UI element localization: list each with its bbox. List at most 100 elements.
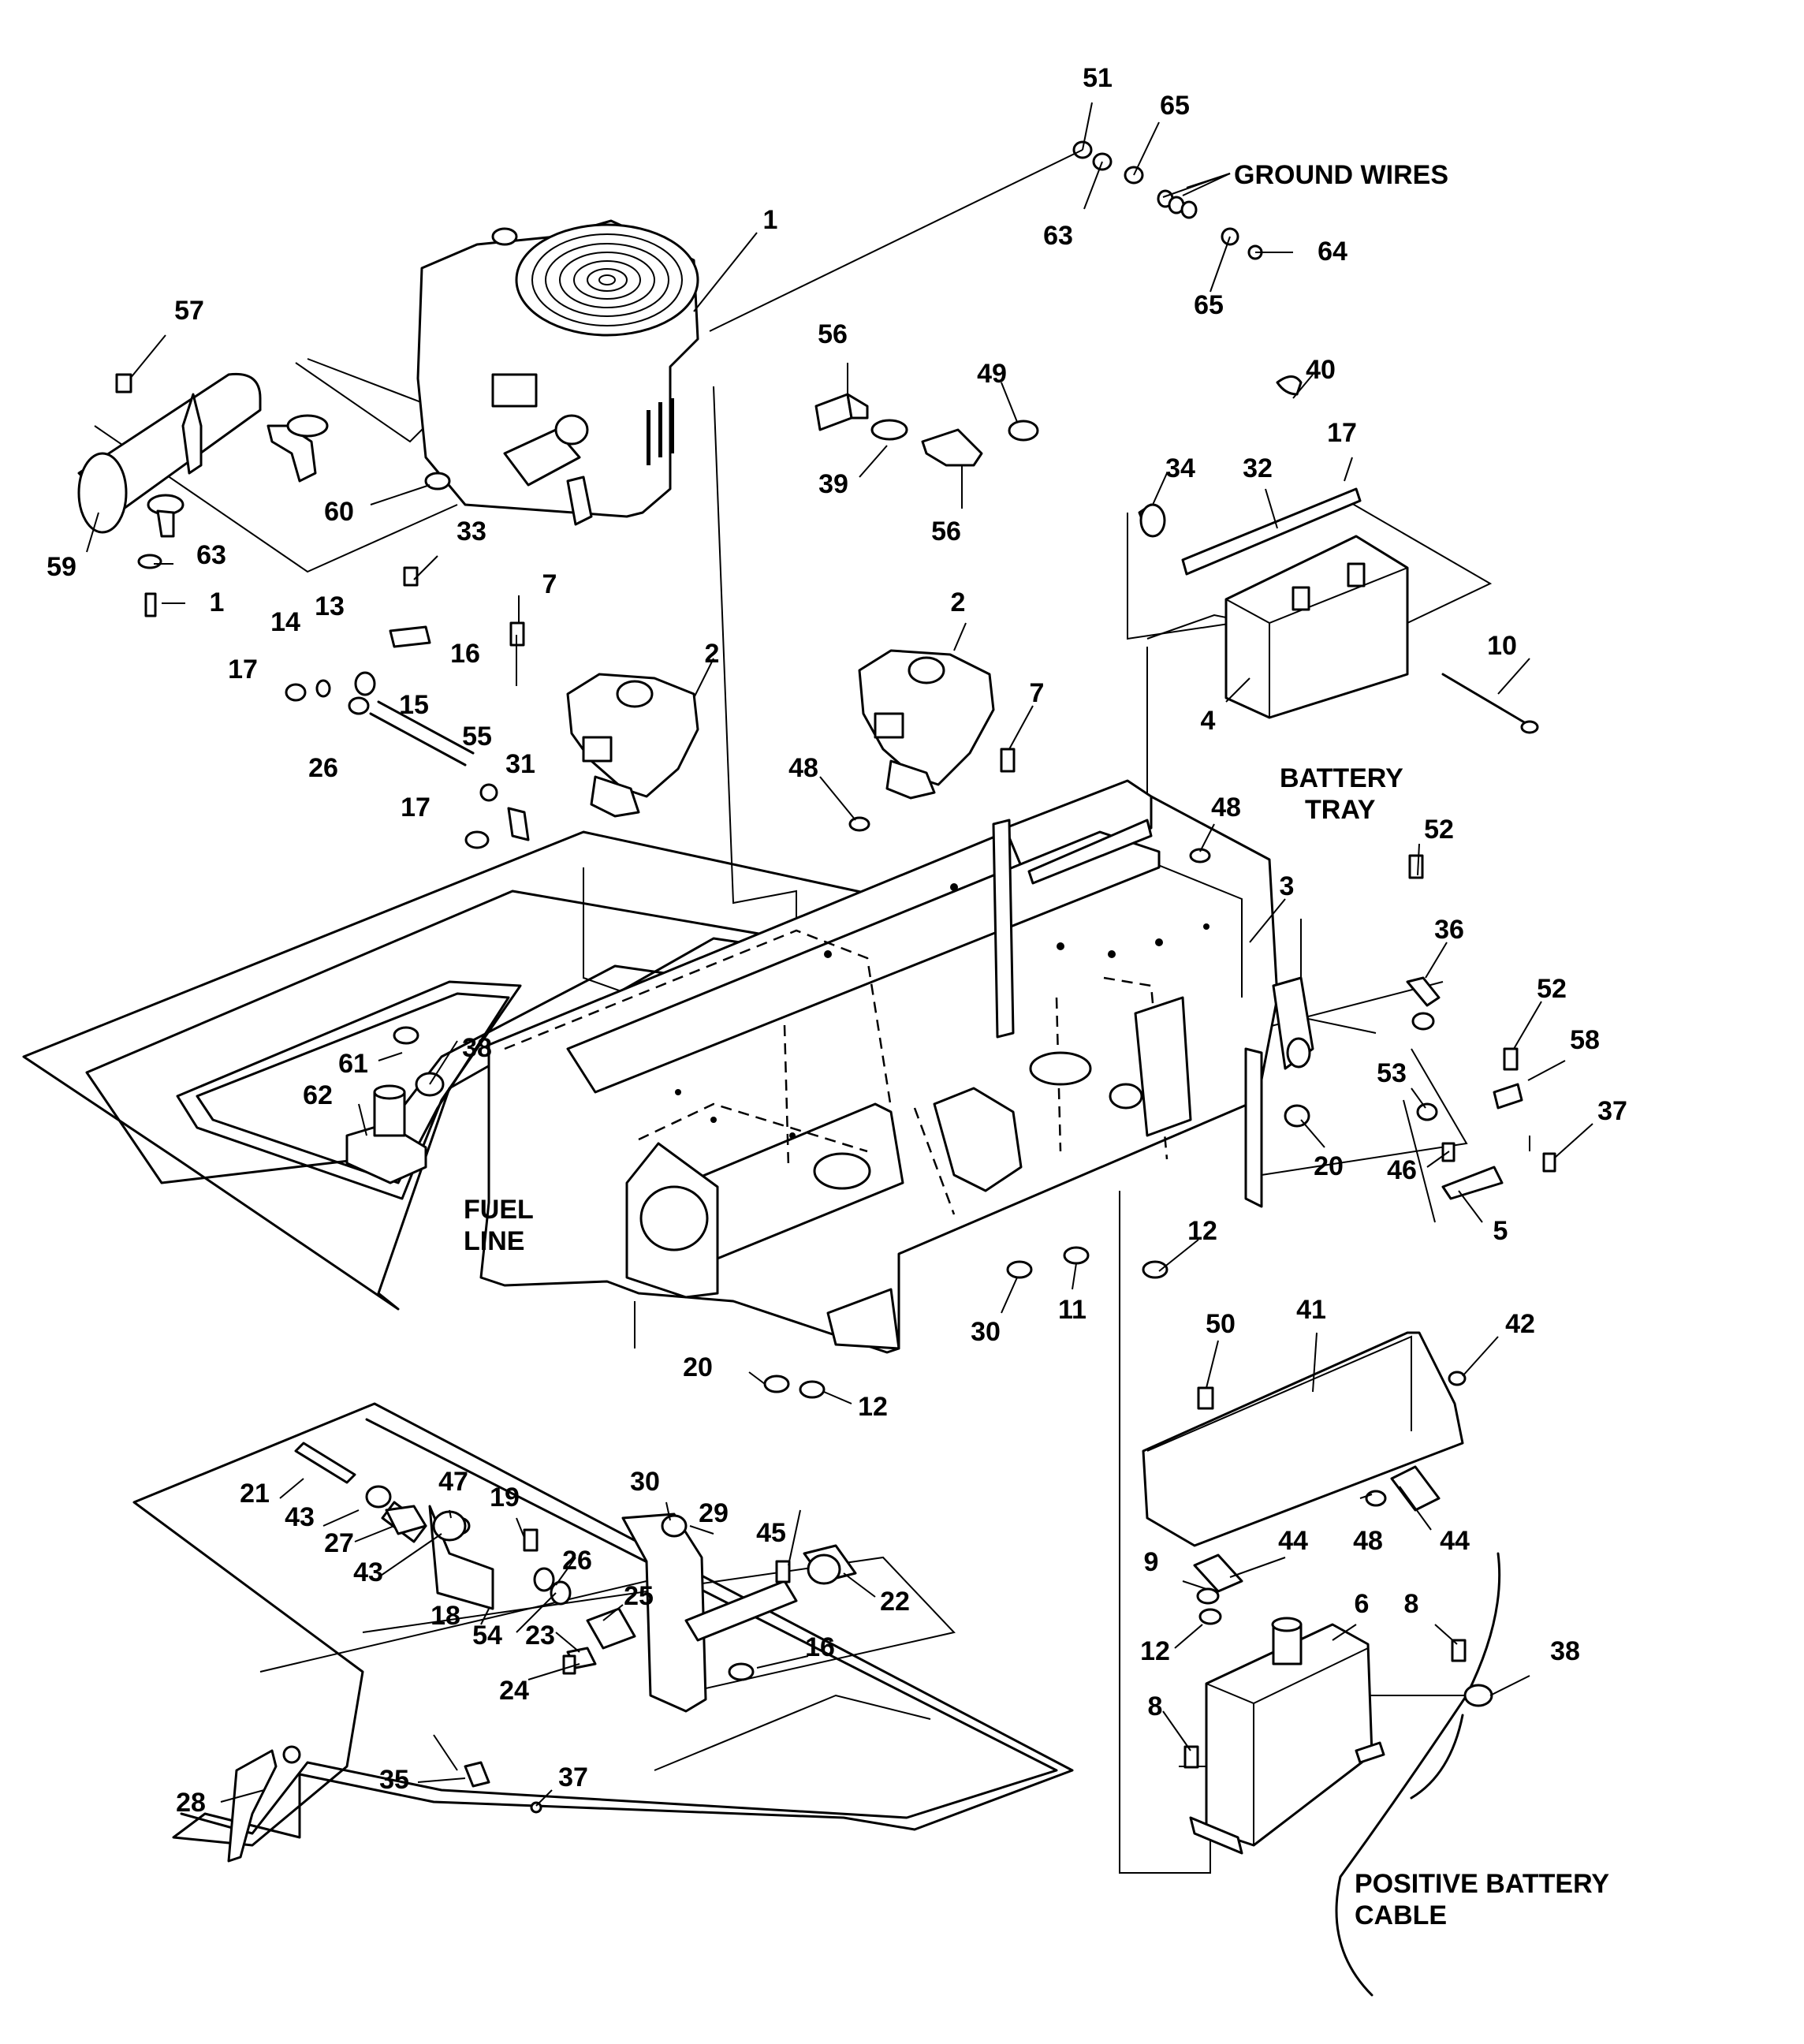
callout: 2 (705, 639, 720, 669)
callout: 44 (1278, 1526, 1308, 1556)
battery-tray-note-line2: TRAY (1305, 795, 1376, 825)
callout: 15 (399, 690, 429, 720)
callout: 17 (228, 655, 258, 684)
callout: 25 (624, 1581, 654, 1611)
callout: 1 (763, 205, 778, 235)
callout: 26 (562, 1546, 592, 1576)
callout: 63 (196, 540, 226, 570)
battery-hold-down (1138, 375, 1539, 734)
fuel-tank (1189, 1617, 1385, 1855)
callout: 52 (1424, 815, 1454, 845)
callout: 17 (401, 793, 430, 822)
callout: 58 (1570, 1025, 1600, 1055)
callout: 21 (240, 1479, 270, 1509)
callout: 65 (1194, 290, 1224, 320)
callout: 53 (1377, 1058, 1407, 1088)
callout: 43 (285, 1502, 315, 1532)
callout: 55 (462, 722, 492, 752)
callout: 51 (1083, 63, 1113, 93)
callout: 45 (756, 1518, 786, 1548)
callout: 13 (315, 591, 345, 621)
callout: 52 (1537, 974, 1567, 1004)
positive-battery-cable (1335, 1552, 1501, 1997)
callout: 43 (353, 1557, 383, 1587)
callout: 61 (338, 1049, 368, 1079)
callout: 14 (270, 607, 300, 637)
carburetor-right (858, 649, 995, 800)
callout: 56 (818, 319, 848, 349)
callout: 40 (1306, 355, 1336, 385)
callout: 63 (1043, 221, 1073, 251)
callout: 20 (683, 1352, 713, 1382)
callout: 4 (1201, 706, 1216, 736)
callout: 5 (1493, 1216, 1508, 1246)
callout: 48 (788, 753, 818, 783)
carburetor-left (566, 673, 699, 818)
callout: 16 (450, 639, 480, 669)
callout: 49 (977, 359, 1007, 389)
callout: 30 (971, 1317, 1001, 1347)
callout: 35 (379, 1765, 409, 1795)
callout: 62 (303, 1080, 333, 1110)
fuel-line-note-line2: LINE (464, 1226, 524, 1256)
callout: 48 (1211, 793, 1241, 822)
callout: 22 (880, 1587, 910, 1617)
battery-tray-note-line1: BATTERY (1280, 763, 1403, 793)
callout: 38 (462, 1033, 492, 1063)
callout: 8 (1404, 1589, 1419, 1619)
positive-battery-cable-note-line1: POSITIVE BATTERY (1355, 1869, 1609, 1899)
callout: 12 (1187, 1216, 1217, 1246)
callouts: 51 65 63 64 65 1 57 56 49 40 39 56 60 34… (47, 63, 1627, 1818)
callout: 33 (457, 517, 486, 546)
callout: 9 (1144, 1547, 1159, 1577)
callout: 19 (490, 1483, 520, 1512)
callout: 3 (1280, 871, 1295, 901)
callout: 56 (931, 517, 961, 546)
callout: 42 (1505, 1309, 1535, 1339)
callout: 16 (805, 1632, 835, 1662)
callout: 8 (1148, 1692, 1163, 1721)
callout: 24 (499, 1676, 529, 1706)
callout: 38 (1550, 1636, 1580, 1666)
callout: 23 (525, 1621, 555, 1650)
callout: 36 (1434, 915, 1464, 945)
callout: 41 (1296, 1295, 1326, 1325)
callout: 65 (1160, 91, 1190, 121)
callout: 46 (1387, 1155, 1417, 1185)
callout: 7 (1030, 678, 1045, 708)
main-frame (479, 779, 1314, 1354)
callout: 32 (1243, 453, 1273, 483)
positive-battery-cable-note-line2: CABLE (1355, 1900, 1447, 1930)
callout: 18 (430, 1601, 460, 1631)
fuel-pump (345, 1072, 445, 1184)
engine (416, 219, 699, 526)
muffler (77, 372, 329, 538)
callout: 17 (1327, 418, 1357, 448)
callout: 30 (630, 1467, 660, 1497)
fuel-fittings (814, 393, 1039, 467)
fuel-line-note-line1: FUEL (464, 1195, 534, 1225)
battery (1224, 535, 1409, 719)
callout: 12 (1140, 1636, 1170, 1666)
callout: 50 (1206, 1309, 1236, 1339)
callout: 37 (1597, 1096, 1627, 1126)
callout: 27 (324, 1528, 354, 1558)
battery-box (1142, 1331, 1464, 1593)
callout: 44 (1440, 1526, 1470, 1556)
callout: 48 (1353, 1526, 1383, 1556)
callout: 12 (858, 1392, 888, 1422)
callout: 26 (308, 753, 338, 783)
callout: 28 (176, 1788, 206, 1818)
callout: 39 (818, 469, 848, 499)
callout: 2 (951, 587, 966, 617)
callout: 47 (438, 1467, 468, 1497)
callout: 20 (1314, 1151, 1344, 1181)
callout: 1 (210, 587, 225, 617)
ground-wires-note: GROUND WIRES (1234, 160, 1448, 190)
callout: 11 (1058, 1295, 1086, 1325)
callout: 10 (1487, 631, 1517, 661)
hardware (115, 140, 1556, 1814)
callout: 54 (472, 1621, 502, 1650)
callout: 59 (47, 552, 76, 582)
